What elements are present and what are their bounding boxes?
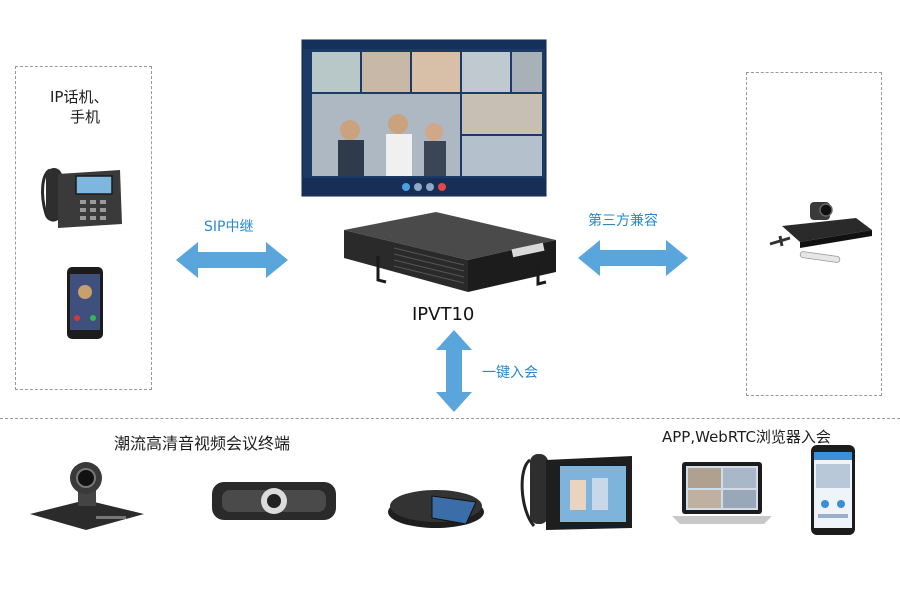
one-click-join-label: 一键入会 xyxy=(482,365,538,381)
ip-desk-phone-icon xyxy=(41,168,122,228)
video-bar-camera-icon xyxy=(212,482,336,520)
ipvt10-server-icon xyxy=(344,212,556,292)
third-party-label: 第三方兼容 xyxy=(588,213,658,229)
mobile-app-phone-icon xyxy=(811,445,855,535)
smartphone-icon xyxy=(67,267,103,339)
ip-phone-label-line2: 手机 xyxy=(70,108,101,126)
sip-trunk-label: SIP中继 xyxy=(204,219,254,235)
ip-phone-label-line1: IP话机、 xyxy=(50,88,109,106)
third-party-group-box xyxy=(746,72,882,396)
video-conference-screen-icon xyxy=(301,39,547,197)
third-party-arrow-icon xyxy=(578,240,688,276)
sip-trunk-arrow-icon xyxy=(176,242,288,278)
ip-phone-group-box xyxy=(15,66,152,390)
app-webrtc-label: APP,WebRTC浏览器入会 xyxy=(662,428,831,446)
laptop-webrtc-icon xyxy=(672,462,772,524)
ptz-camera-system-icon xyxy=(30,462,144,530)
one-click-join-arrow-icon xyxy=(436,330,472,412)
conference-speakerphone-icon xyxy=(388,490,484,528)
third-party-conference-device-icon xyxy=(769,202,872,263)
terminals-divider xyxy=(0,418,900,419)
server-label: IPVT10 xyxy=(412,304,475,325)
video-desk-phone-icon xyxy=(520,454,632,530)
terminals-label: 潮流高清音视频会议终端 xyxy=(114,434,291,453)
